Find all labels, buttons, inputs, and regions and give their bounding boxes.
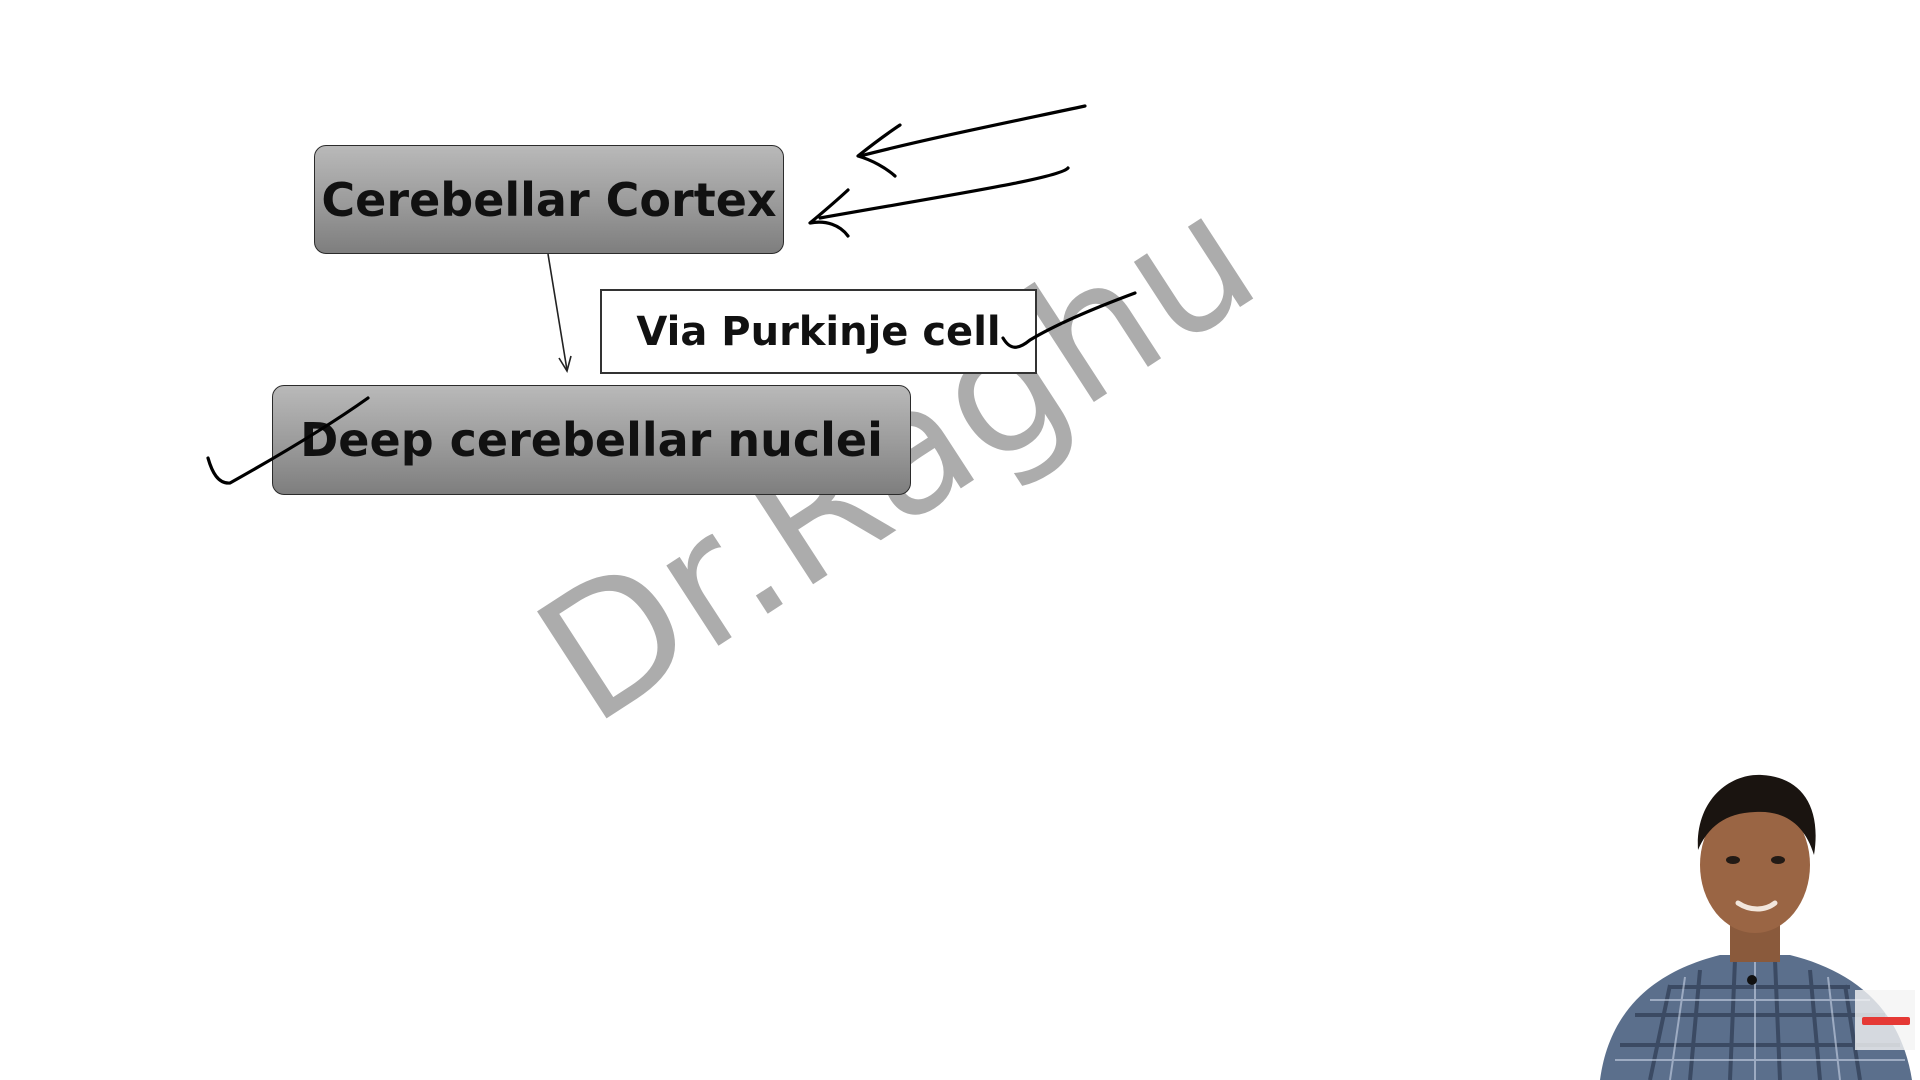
presenter-video (1600, 774, 1915, 1080)
input-arrow-upper (858, 104, 1087, 158)
via-purkinje-label-box: Via Purkinje cell (600, 289, 1037, 374)
via-purkinje-label: Via Purkinje cell (636, 308, 1001, 355)
input-arrow-lower-head (808, 188, 850, 238)
input-arrow-lower (818, 166, 1070, 220)
cortex-to-nuclei-arrow (547, 253, 568, 371)
cortex-to-nuclei-arrowhead (558, 355, 572, 374)
cerebellar-cortex-node: Cerebellar Cortex (314, 145, 784, 254)
cerebellar-cortex-label: Cerebellar Cortex (321, 172, 777, 227)
deep-cerebellar-nuclei-label: Deep cerebellar nuclei (300, 413, 883, 467)
input-arrow-upper-head (856, 123, 902, 178)
deep-cerebellar-nuclei-node: Deep cerebellar nuclei (272, 385, 911, 495)
